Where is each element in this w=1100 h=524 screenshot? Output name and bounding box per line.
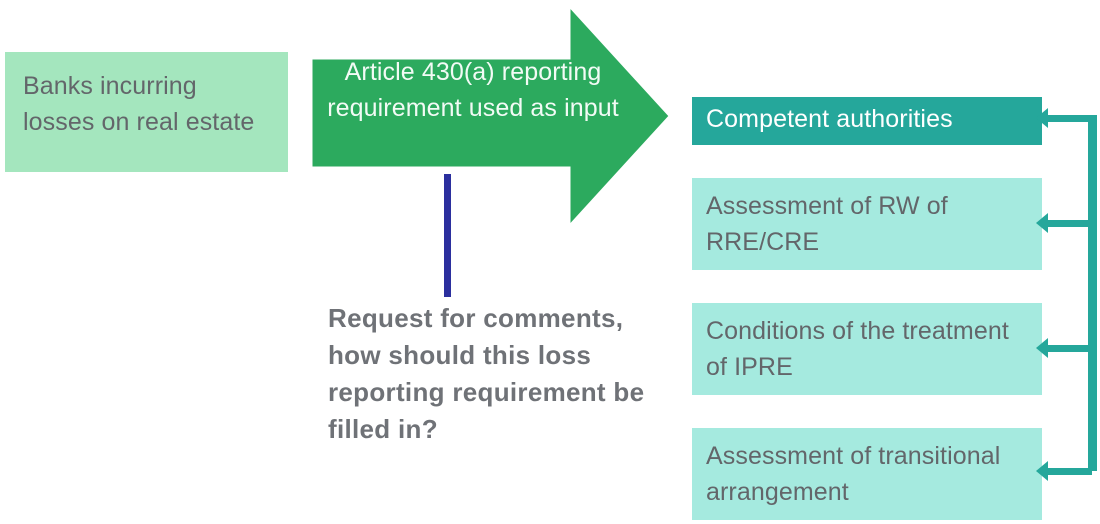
outcome-box-conditions-ipre[interactable]: Conditions of the treatment of IPRE xyxy=(692,303,1042,395)
request-for-comments-note: Request for comments, how should this lo… xyxy=(328,303,645,444)
outcome-box-label: Competent authorities xyxy=(706,105,953,133)
outcome-connector-arrow-0 xyxy=(1036,108,1092,128)
arrowhead-left-icon xyxy=(1036,338,1048,358)
arrowhead-left-icon xyxy=(1036,213,1048,233)
outcome-connector-arrow-2 xyxy=(1036,338,1092,358)
outcome-box-label: Assessment of transitional arrangement xyxy=(706,442,1001,506)
outcome-box-competent-authorities[interactable]: Competent authorities xyxy=(687,92,1047,150)
outcome-connector-arrow-3 xyxy=(1036,461,1092,481)
process-arrow-shape xyxy=(305,0,677,236)
outcome-connector-arrow-1 xyxy=(1036,213,1092,233)
process-arrow: Article 430(a) reporting requirement use… xyxy=(305,0,677,236)
outcome-box-label: Conditions of the treatment of IPRE xyxy=(706,317,1009,381)
process-arrow-label: Article 430(a) reporting requirement use… xyxy=(327,58,619,122)
source-box: Banks incurring losses on real estate xyxy=(5,52,288,172)
note-connector-line xyxy=(444,174,451,297)
outcome-bus-line xyxy=(1088,115,1097,471)
outcome-box-label: Assessment of RW of RRE/CRE xyxy=(706,192,948,256)
arrowhead-left-icon xyxy=(1036,461,1048,481)
source-box-label: Banks incurring losses on real estate xyxy=(23,72,255,136)
arrowhead-left-icon xyxy=(1036,108,1048,128)
outcome-box-assessment-rw[interactable]: Assessment of RW of RRE/CRE xyxy=(692,178,1042,270)
outcome-box-transitional-arrangement[interactable]: Assessment of transitional arrangement xyxy=(692,428,1042,520)
